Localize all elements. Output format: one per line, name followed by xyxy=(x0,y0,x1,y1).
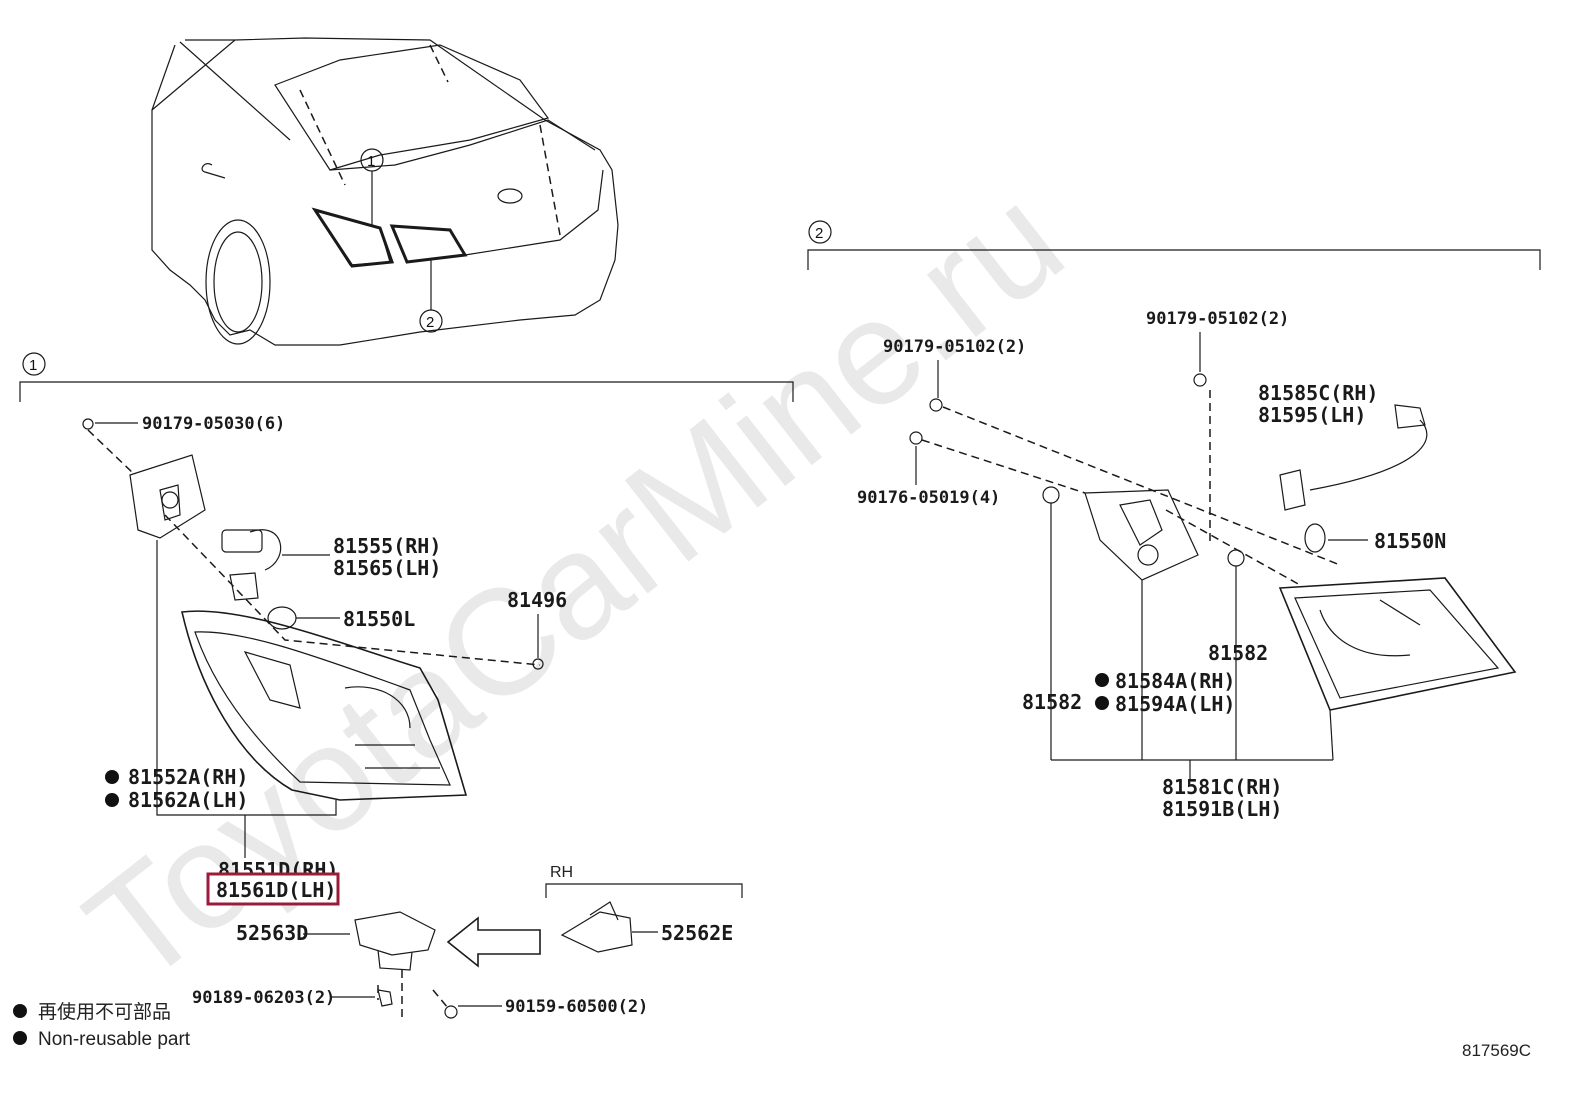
svg-text:90179-05030(6): 90179-05030(6) xyxy=(142,414,285,434)
label-81582-a: 81582 xyxy=(1022,503,1082,760)
svg-text:81584A(RH): 81584A(RH) xyxy=(1115,669,1235,693)
tail-lamp-lh xyxy=(181,610,468,801)
car-callout-1: 1 xyxy=(360,148,384,225)
svg-text:90189-06203(2): 90189-06203(2) xyxy=(192,988,335,1008)
bulb-socket-cover xyxy=(129,454,206,539)
car-callout-2: 2 xyxy=(419,258,443,333)
label-81582-b: 81582 xyxy=(1208,566,1268,760)
svg-text:81555(RH): 81555(RH) xyxy=(333,534,441,558)
svg-text:81582: 81582 xyxy=(1208,641,1268,665)
svg-text:81496: 81496 xyxy=(507,588,567,612)
screw-90179-05030: 90179-05030(6) xyxy=(82,414,285,434)
screw-90189-06203: 90189-06203(2) xyxy=(192,988,393,1008)
bulb-81550L: 81550L xyxy=(267,606,415,631)
highlight-box xyxy=(206,872,340,906)
svg-text:2: 2 xyxy=(815,225,823,242)
svg-text:81562A(LH): 81562A(LH) xyxy=(128,788,248,812)
section-2-bracket: 2 xyxy=(807,220,1541,270)
lens-label: 81552A(RH) 81562A(LH) xyxy=(105,765,248,812)
rh-bracket: RH xyxy=(545,864,743,898)
svg-text:1: 1 xyxy=(29,357,37,374)
svg-text:81594A(LH): 81594A(LH) xyxy=(1115,692,1235,716)
svg-text:90159-60500(2): 90159-60500(2) xyxy=(505,997,648,1017)
screw-90159-60500: 90159-60500(2) xyxy=(432,989,648,1019)
direction-arrow xyxy=(446,916,541,968)
screw-90176-05019: 90176-05019(4) xyxy=(857,431,1000,508)
diagram-id: 817569C xyxy=(1462,1041,1531,1060)
svg-text:81550N: 81550N xyxy=(1374,529,1446,553)
svg-text:81565(LH): 81565(LH) xyxy=(333,556,441,580)
screw-90179-05102-a: 90179-05102(2) xyxy=(883,337,1026,412)
svg-text:90179-05102(2): 90179-05102(2) xyxy=(883,337,1026,357)
svg-text:81591B(LH): 81591B(LH) xyxy=(1162,797,1282,821)
svg-text:81585C(RH): 81585C(RH) xyxy=(1258,381,1378,405)
socket-wiring-81585C: 81585C(RH) 81595(LH) xyxy=(1258,381,1428,511)
inner-lamp-lens xyxy=(1278,577,1517,761)
svg-text:52563D: 52563D xyxy=(236,921,308,945)
screw-90179-05102-b: 90179-05102(2) xyxy=(1146,309,1289,387)
svg-text:90176-05019(4): 90176-05019(4) xyxy=(857,488,1000,508)
svg-text:81550L: 81550L xyxy=(343,607,415,631)
part-52562E: 52562E xyxy=(560,901,733,953)
svg-text:81582: 81582 xyxy=(1022,690,1082,714)
assembly-81551D: 81551D(RH) 81561D(LH) xyxy=(206,858,340,906)
bulb-81550N: 81550N xyxy=(1304,523,1446,553)
label-81584A: 81584A(RH) 81594A(LH) xyxy=(1095,580,1235,760)
svg-text:81552A(RH): 81552A(RH) xyxy=(128,765,248,789)
svg-text:1: 1 xyxy=(367,153,375,170)
svg-text:81561D(LH): 81561D(LH) xyxy=(216,878,336,902)
washer-81582-a xyxy=(1042,486,1060,504)
clip-81496: 81496 xyxy=(507,588,567,670)
svg-text:Non-reusable part: Non-reusable part xyxy=(38,1029,191,1050)
svg-text:再使用不可部品: 再使用不可部品 xyxy=(38,1001,171,1023)
washer-81582-b xyxy=(1227,549,1245,567)
svg-text:81595(LH): 81595(LH) xyxy=(1258,403,1366,427)
assembly-line-1 xyxy=(156,540,337,816)
part-52563D: 52563D xyxy=(236,911,436,1018)
assembly-81581C: 81581C(RH) 81591B(LH) xyxy=(1051,759,1333,821)
svg-text:90179-05102(2): 90179-05102(2) xyxy=(1146,309,1289,329)
svg-text:2: 2 xyxy=(426,314,434,331)
socket-wiring-81555: 81555(RH) 81565(LH) xyxy=(221,529,441,601)
inner-housing xyxy=(1084,489,1199,581)
section-1-bracket: 1 xyxy=(19,352,794,402)
legend: 再使用不可部品 Non-reusable part xyxy=(13,1001,191,1050)
car-illustration xyxy=(151,37,619,346)
svg-text:52562E: 52562E xyxy=(661,921,733,945)
svg-text:RH: RH xyxy=(550,864,573,881)
svg-text:81581C(RH): 81581C(RH) xyxy=(1162,775,1282,799)
